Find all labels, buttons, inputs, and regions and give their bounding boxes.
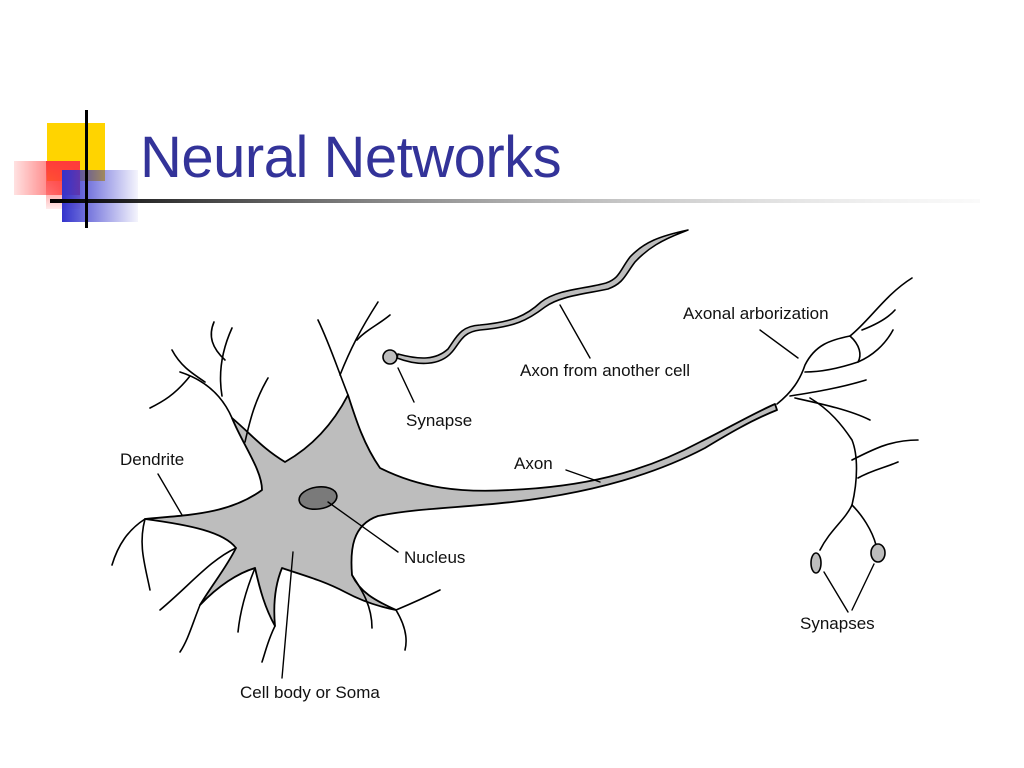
leader-axon-from-another-cell [559,304,591,359]
label-axonal-arborization: Axonal arborization [683,304,829,323]
leader-synapses-left [823,571,849,613]
leader-synapse [397,367,415,403]
label-synapse: Synapse [406,411,472,430]
dendrite-branch [219,327,233,397]
arborization-branch [819,504,853,551]
label-axon-from-another-cell: Axon from another cell [520,361,690,380]
leader-dendrite [157,473,183,516]
arborization-branch [851,439,919,461]
dendrite-branch [261,625,276,663]
incoming-axon [396,229,689,365]
dendrite-branch [159,547,237,611]
dendrite-branch [395,609,407,651]
slide-title: Neural Networks [140,125,562,190]
title-underline [50,199,980,203]
arborization-branch [789,379,867,397]
label-axon: Axon [514,454,553,473]
synapse-terminal [810,552,822,574]
arborization-branch [849,335,861,363]
dendrite-branch [171,349,206,383]
synapse-knob [382,349,398,365]
vertical-accent-line [85,110,88,228]
dendrite-branch [179,604,201,653]
dendrite-branch [149,375,191,409]
leader-axon [565,469,601,483]
cell-body [144,394,778,627]
leader-synapses-right [851,563,875,611]
leader-axonal-arborization [759,329,799,359]
leader-nucleus [327,501,399,553]
dendrite-branch [356,314,391,341]
leader-cell-body [281,551,294,679]
dendrite-branch [210,321,226,361]
dendrite-branch [339,301,379,376]
dendrite-branch [351,574,373,629]
synapse-terminal [870,543,886,563]
dendrite-branch [111,518,146,566]
arborization-branch [804,329,894,373]
blue-gradient-block [62,170,138,222]
arborization-branch [776,335,851,405]
arborization-branch [861,309,896,331]
dendrite-branch [179,371,233,419]
label-synapses: Synapses [800,614,875,633]
arborization-branch [809,397,858,506]
label-nucleus: Nucleus [404,548,465,567]
arborization-branch [857,461,899,479]
arborization-branch [794,397,871,421]
label-cell-body: Cell body or Soma [240,683,380,702]
dendrite-branch [237,567,256,633]
nucleus [298,485,338,511]
dendrite-branch [395,589,441,611]
label-dendrite: Dendrite [120,450,184,469]
dendrite-branch [317,319,349,396]
arborization-branch [849,277,913,337]
dendrite-branch [141,518,151,591]
dendrite-branch [244,377,269,443]
arborization-branch [851,504,877,546]
